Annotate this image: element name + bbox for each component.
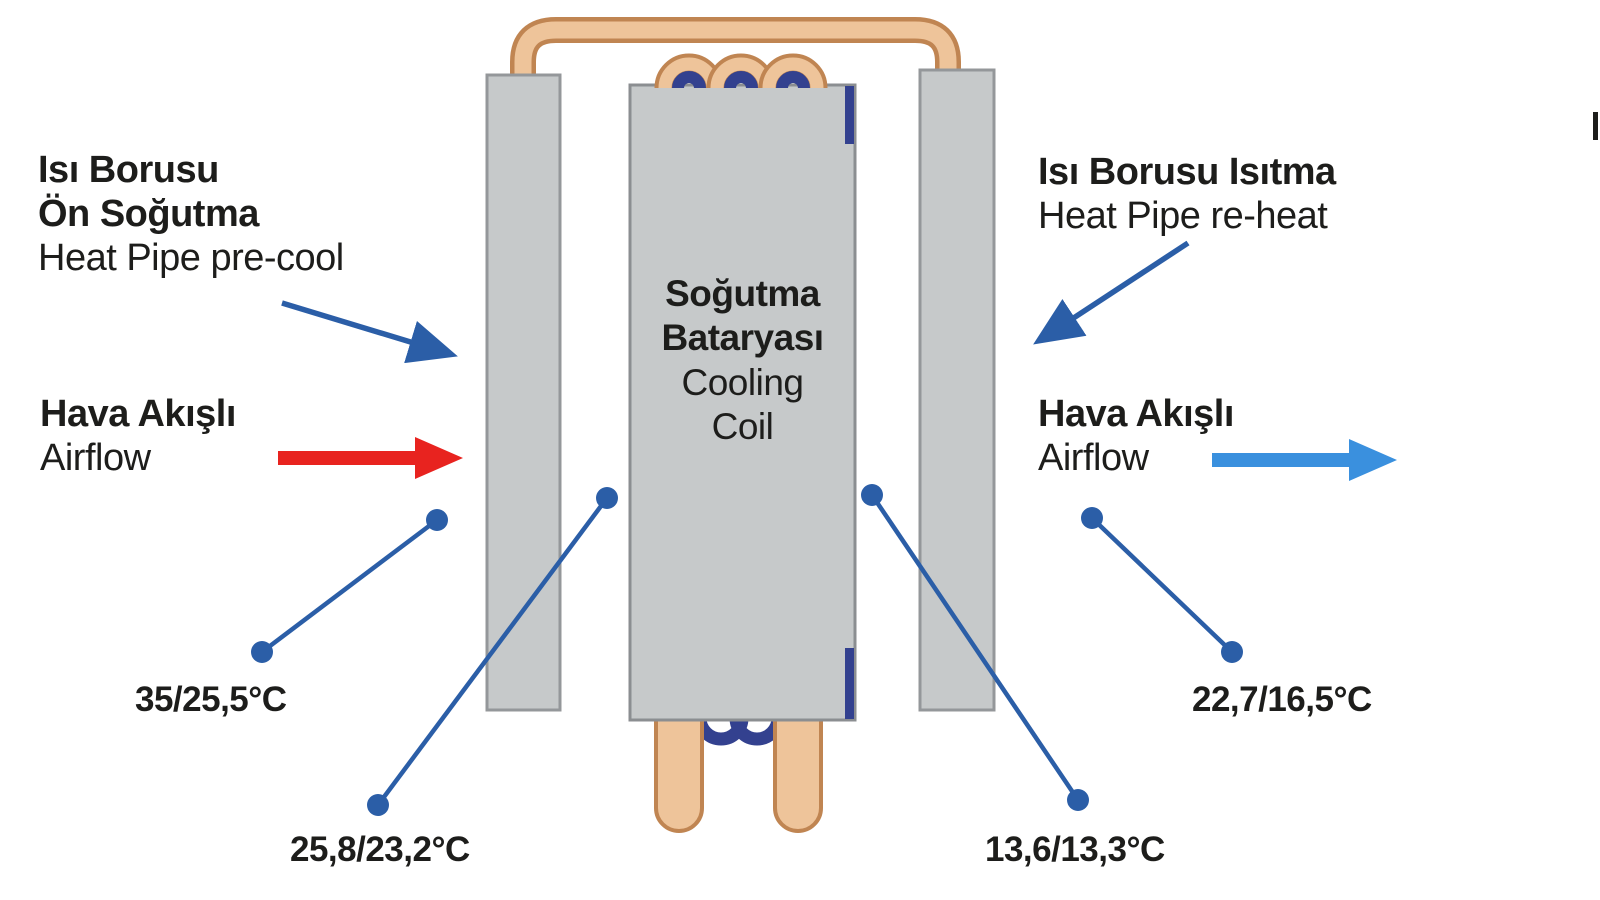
heat-pipe-reheat-slab	[918, 68, 996, 712]
cooling-coil-label-line3: Cooling	[681, 361, 804, 403]
callout-outlet	[1081, 507, 1243, 663]
precool-label: Isı Borusu Ön Soğutma Heat Pipe pre-cool	[38, 148, 344, 280]
precool-label-line1: Isı Borusu	[38, 149, 219, 191]
precool-label-line2: Ön Soğutma	[38, 193, 259, 236]
cooling-coil-label: Soğutma Bataryası Cooling Coil	[630, 272, 855, 450]
airflow-in-label-line1: Hava Akışlı	[40, 393, 236, 435]
airflow-out-arrow	[1212, 439, 1397, 481]
airflow-in-label-line2: Airflow	[40, 437, 151, 480]
airflow-out-label-line1: Hava Akışlı	[1038, 393, 1234, 435]
cooling-coil-body	[628, 83, 857, 722]
cooling-coil-header-bottom	[845, 648, 854, 719]
coil-bottom-pipe-left	[654, 710, 704, 833]
callout-after-precool	[367, 487, 618, 816]
callout-inlet	[251, 509, 448, 663]
heat-pipe-top-loop	[514, 21, 957, 110]
airflow-in-arrow	[278, 437, 463, 479]
reheat-label-line1: Isı Borusu Isıtma	[1038, 151, 1336, 193]
coil-top-ubends	[654, 53, 828, 89]
precool-label-line3: Heat Pipe pre-cool	[38, 237, 344, 280]
temperature-inlet: 35/25,5°C	[135, 680, 287, 719]
airflow-out-label-line2: Airflow	[1038, 437, 1149, 480]
reheat-label-line2: Heat Pipe re-heat	[1038, 195, 1328, 238]
temperature-outlet: 22,7/16,5°C	[1192, 680, 1372, 719]
temperature-after-precool: 25,8/23,2°C	[290, 830, 470, 869]
airflow-out-label: Hava Akışlı Airflow	[1038, 392, 1234, 480]
coil-bottom-pipe-right	[773, 710, 823, 833]
heat-pipe-precool-slab	[485, 73, 562, 712]
callout-after-coil	[861, 484, 1089, 811]
airflow-in-label: Hava Akışlı Airflow	[40, 392, 236, 480]
reheat-pointer-arrow	[1033, 240, 1190, 345]
cooling-coil-label-line4: Coil	[711, 406, 774, 448]
temperature-after-coil: 13,6/13,3°C	[985, 830, 1165, 869]
cooling-coil-header-top	[845, 86, 854, 144]
precool-pointer-arrow	[281, 300, 458, 364]
right-edge-mark	[1593, 112, 1598, 140]
cooling-coil-label-line2: Bataryası	[661, 317, 824, 359]
reheat-label: Isı Borusu Isıtma Heat Pipe re-heat	[1038, 150, 1336, 238]
cooling-coil-label-line1: Soğutma	[665, 273, 820, 314]
